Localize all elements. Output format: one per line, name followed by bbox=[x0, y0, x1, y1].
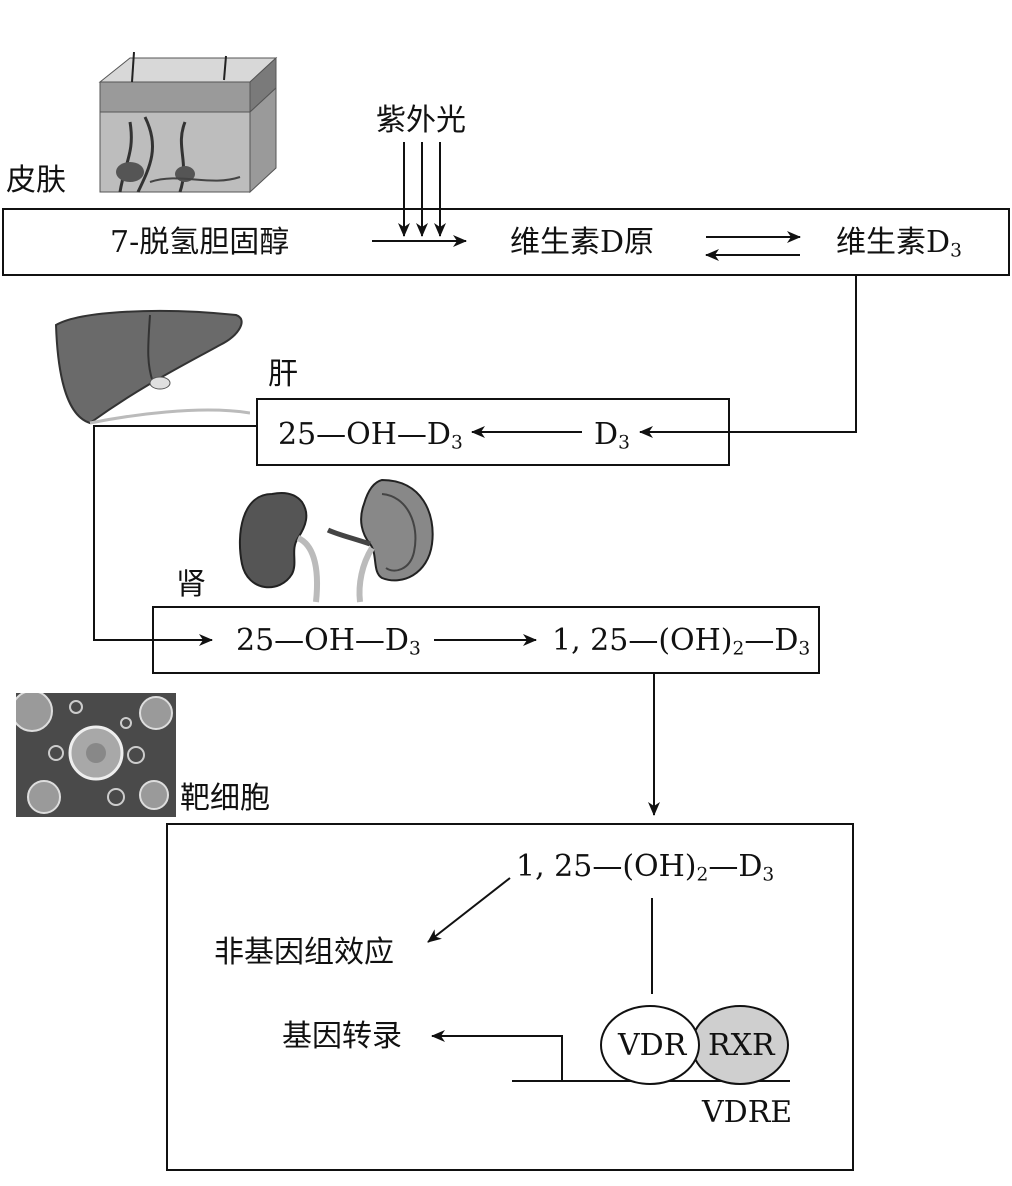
liver-label: 肝 bbox=[268, 357, 298, 392]
connector-skin-to-liver bbox=[639, 276, 857, 438]
arrow-transcription bbox=[431, 1030, 563, 1081]
vdr-label: VDR bbox=[618, 1028, 687, 1063]
uv-label: 紫外光 bbox=[376, 103, 466, 138]
previtamin-d-label: 维生素D原 bbox=[510, 225, 655, 260]
target-cell-micrograph bbox=[16, 693, 176, 817]
non-genomic-effect-label: 非基因组效应 bbox=[214, 935, 394, 970]
arrow-non-genomic bbox=[427, 877, 511, 943]
rxr-label: RXR bbox=[708, 1028, 775, 1063]
vdr-ellipse bbox=[600, 1005, 700, 1085]
liver-product-label: 25—OH—D3 bbox=[278, 417, 463, 454]
liver-input-label: D3 bbox=[594, 417, 630, 454]
connector-liver-to-kidney bbox=[93, 425, 256, 646]
gene-transcription-label: 基因转录 bbox=[282, 1019, 402, 1054]
skin-box bbox=[2, 208, 1010, 276]
target-cell-box bbox=[166, 823, 854, 1171]
vdre-label: VDRE bbox=[702, 1095, 793, 1130]
skin-label: 皮肤 bbox=[6, 163, 66, 198]
dehydrocholesterol-label: 7-脱氢胆固醇 bbox=[110, 225, 290, 260]
kidney-product-label: 1, 25—(OH)2—D3 bbox=[552, 623, 811, 660]
kidney-illustration bbox=[238, 478, 434, 603]
skin-illustration bbox=[98, 52, 278, 194]
kidney-input-label: 25—OH—D3 bbox=[236, 623, 421, 660]
liver-illustration bbox=[54, 309, 250, 425]
vitamin-d3-label: 维生素D3 bbox=[836, 225, 962, 262]
target-cell-label: 靶细胞 bbox=[180, 781, 270, 816]
target-compound-label: 1, 25—(OH)2—D3 bbox=[516, 849, 775, 886]
kidney-label: 肾 bbox=[176, 567, 206, 602]
